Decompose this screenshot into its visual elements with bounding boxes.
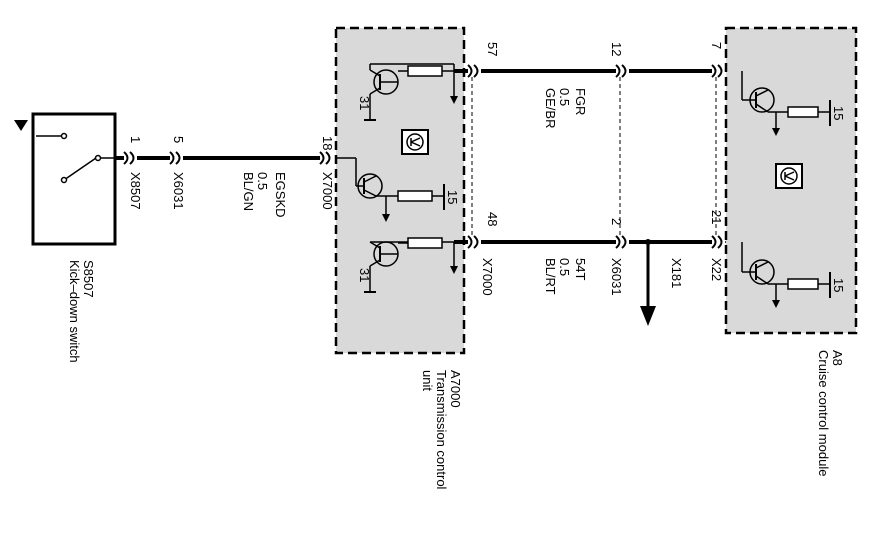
cruise-transistor-bottom bbox=[741, 242, 831, 308]
wire-54t bbox=[454, 235, 742, 326]
cruise-transistor-top bbox=[741, 71, 831, 136]
kickdown-switch-box bbox=[31, 112, 117, 246]
wire-egskd-size: 0.5 bbox=[255, 172, 270, 190]
pin-57-label: 57 bbox=[485, 42, 500, 56]
tcu-ground-label-bottom: 31 bbox=[357, 268, 372, 282]
tcu-name-line2: unit bbox=[420, 370, 435, 391]
kickdown-switch bbox=[14, 112, 117, 246]
wire-fgr-size: 0.5 bbox=[557, 88, 572, 106]
transmission-control-unit: 31 15 bbox=[334, 26, 466, 355]
wire-egskd-color: BL/GN bbox=[241, 172, 256, 211]
connector-x7000-label-a: X7000 bbox=[320, 172, 335, 210]
pin-18-label: 18 bbox=[320, 136, 335, 150]
wire-egskd-name: EGSKD bbox=[273, 172, 288, 218]
tcu-module-icon bbox=[401, 129, 429, 155]
connector-x181-label: X181 bbox=[669, 258, 684, 288]
pin-12-label: 12 bbox=[609, 42, 624, 56]
wire-fgr-name: FGR bbox=[573, 88, 588, 115]
tcu-supply-label: 15 bbox=[445, 190, 460, 204]
connector-x7000-a bbox=[319, 151, 325, 165]
cruise-module-icon bbox=[775, 163, 803, 189]
cruise-supply-label-top: 15 bbox=[831, 106, 846, 120]
connector-x6031-label: X6031 bbox=[171, 172, 186, 210]
cruise-module-id: A8 bbox=[830, 350, 845, 366]
pin-2-label: 2 bbox=[609, 218, 624, 225]
tcu-transistor-middle bbox=[336, 157, 445, 222]
pin-1-label: 1 bbox=[128, 136, 143, 143]
connector-x22-a bbox=[711, 64, 717, 78]
branch-arrow-icon bbox=[640, 306, 656, 326]
cruise-control-module: 15 15 bbox=[724, 26, 858, 335]
wire-egskd bbox=[115, 151, 331, 165]
cruise-supply-label-bottom: 15 bbox=[831, 278, 846, 292]
wire-fgr bbox=[454, 64, 742, 78]
pin-5-label: 5 bbox=[171, 136, 186, 143]
connector-x6031-b bbox=[615, 64, 621, 78]
kickdown-switch-id: S8507 bbox=[81, 260, 96, 298]
connector-x8507 bbox=[123, 151, 129, 165]
pin-21-label: 21 bbox=[709, 210, 724, 224]
connector-x22-label: X22 bbox=[709, 258, 724, 281]
wire-54t-name: 54T bbox=[573, 258, 588, 280]
connector-x6031-label-b: X6031 bbox=[609, 258, 624, 296]
tcu-ground-label-top: 31 bbox=[357, 96, 372, 110]
wire-fgr-color: GE/BR bbox=[543, 88, 558, 128]
tcu-name-line1: Transmission control bbox=[434, 370, 449, 490]
kickdown-arrow-icon bbox=[14, 120, 28, 131]
kickdown-switch-name: Kick–down switch bbox=[67, 260, 82, 363]
connector-x8507-label: X8507 bbox=[128, 172, 143, 210]
tcu-transistor-bottom bbox=[364, 237, 458, 293]
connector-x6031-a bbox=[169, 151, 175, 165]
connector-x7000-label-b: X7000 bbox=[480, 258, 495, 296]
pin-48-label: 48 bbox=[485, 212, 500, 226]
wire-54t-color: BL/RT bbox=[543, 258, 558, 295]
tcu-id: A7000 bbox=[448, 370, 463, 408]
wire-54t-size: 0.5 bbox=[557, 258, 572, 276]
cruise-module-name: Cruise control module bbox=[816, 350, 831, 476]
pin-7-label: 7 bbox=[709, 42, 724, 49]
